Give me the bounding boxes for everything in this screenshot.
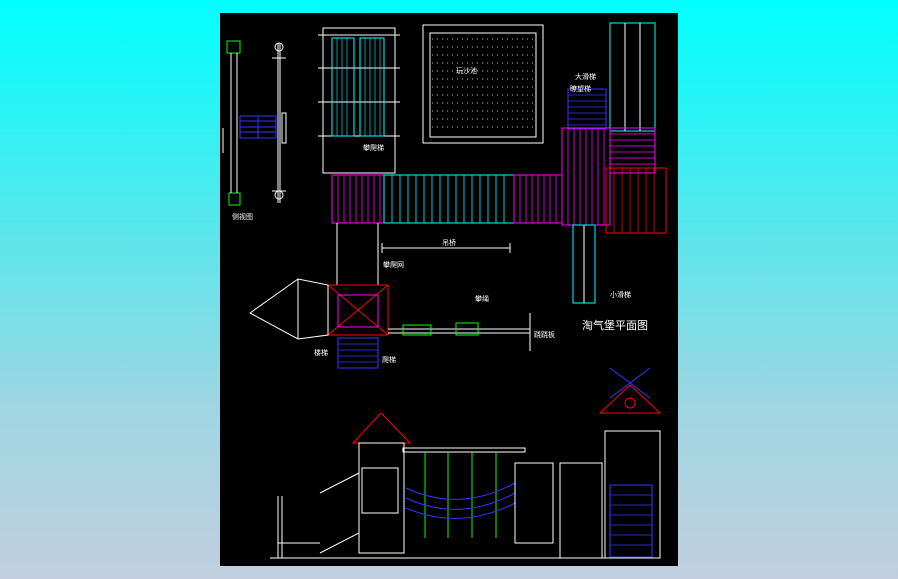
side-view-label: 侧视图 bbox=[232, 213, 253, 221]
cad-drawing-canvas: 玩沙池 攀爬梯 大滑梯 瞭望梯 小滑梯 吊桥 攀爬网 侧视图 攀绳 跷跷板 楼梯… bbox=[220, 13, 678, 566]
climbing-net-frame bbox=[318, 27, 400, 174]
rope-bridge-label: 攀绳 bbox=[475, 295, 489, 303]
plan-title: 淘气堡平面图 bbox=[582, 319, 648, 332]
big-slide-label: 大滑梯 bbox=[575, 73, 596, 81]
elevation-view bbox=[270, 367, 662, 559]
sand-pit bbox=[422, 24, 544, 144]
sand-pit-label: 玩沙池 bbox=[456, 67, 477, 75]
climbing-net-label: 攀爬网 bbox=[383, 261, 404, 269]
slide-tower-plan bbox=[249, 223, 531, 369]
ladder-label: 爬梯 bbox=[382, 356, 396, 364]
observation-label: 瞭望梯 bbox=[570, 85, 591, 93]
side-elevation-left bbox=[222, 40, 287, 206]
main-deck-band bbox=[331, 127, 667, 304]
stairs-label: 楼梯 bbox=[314, 349, 328, 357]
small-slide-label: 小滑梯 bbox=[610, 291, 631, 299]
seesaw-label: 跷跷板 bbox=[534, 331, 555, 339]
bridge-label: 吊桥 bbox=[442, 239, 456, 247]
playground-plan-svg bbox=[222, 22, 667, 559]
observation-tower-plan bbox=[567, 22, 656, 132]
roof-ladder-label: 攀爬梯 bbox=[363, 144, 384, 152]
